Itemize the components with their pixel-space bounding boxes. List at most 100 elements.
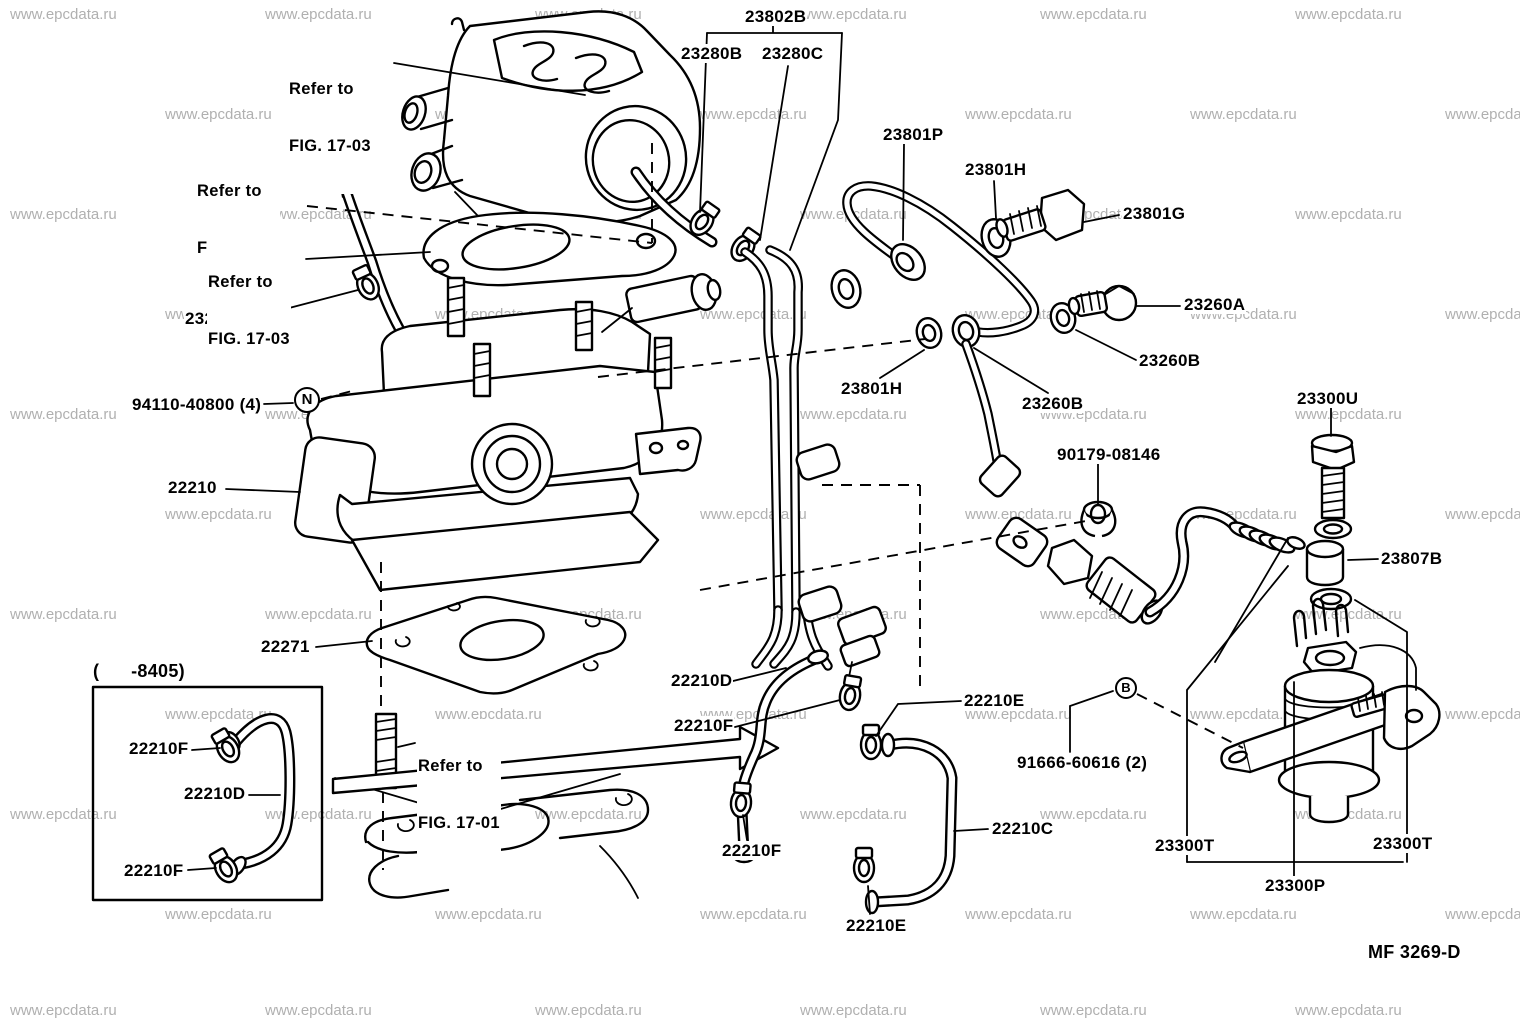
watermark: www.epcdata.ru [1190, 106, 1297, 123]
watermark: www.epcdata.ru [165, 906, 272, 923]
hose-clamp [351, 263, 381, 301]
part-label-23300t-right: 23300T [1372, 834, 1434, 853]
watermark: www.epcdata.ru [1295, 6, 1402, 23]
watermark: www.epcdata.ru [535, 806, 642, 823]
watermark: www.epcdata.ru [10, 1002, 117, 1019]
part-label-23807b: 23807B [1380, 549, 1444, 568]
watermark: www.epcdata.ru [700, 306, 807, 323]
part-label-23280c-top: 23280C [761, 44, 825, 63]
nut-marker-circle: N [294, 387, 320, 413]
watermark: www.epcdata.ru [10, 606, 117, 623]
part-label-23260b-1: 23260B [1138, 351, 1202, 370]
part-label-22210c: 22210C [991, 819, 1055, 838]
watermark: www.epcdata.ru [1445, 306, 1520, 323]
refer-note-fig-17-03-1: Refer to FIG. 17-03 [288, 42, 372, 194]
part-label-22210f-d: 22210F [721, 841, 783, 860]
bolt-marker-circle: B [1115, 677, 1137, 699]
part-label-23300u: 23300U [1296, 389, 1360, 408]
part-label-23801h-1: 23801H [964, 160, 1028, 179]
refer-note-fig-17-01: Refer to FIG. 17-01 [417, 719, 501, 871]
watermark: www.epcdata.ru [265, 6, 372, 23]
gasket-plate-22271 [365, 595, 627, 695]
spacer-23807b [1305, 539, 1345, 587]
watermark: www.epcdata.ru [965, 906, 1072, 923]
hose-clamp [689, 200, 721, 237]
refer-note-line: Refer to [197, 182, 262, 200]
watermark: www.epcdata.ru [965, 706, 1072, 723]
part-label-22210f-a: 22210F [128, 739, 190, 758]
part-label-23801h-2: 23801H [840, 379, 904, 398]
watermark: www.epcdata.ru [700, 906, 807, 923]
watermark: www.epcdata.ru [435, 706, 542, 723]
filter-inlet-hose [1144, 506, 1306, 618]
fuel-pipe-loop [842, 181, 1040, 338]
refer-note-line: Refer to [208, 273, 273, 291]
intake-gasket [422, 211, 677, 287]
part-label-90179-08146: 90179-08146 [1056, 445, 1162, 464]
watermark: www.epcdata.ru [1295, 606, 1402, 623]
part-label-91666-60616: 91666-60616 (2) [1016, 753, 1149, 772]
watermark: www.epcdata.ru [535, 1002, 642, 1019]
tee-fitting [837, 605, 887, 693]
watermark: www.epcdata.ru [435, 906, 542, 923]
watermark: www.epcdata.ru [10, 6, 117, 23]
watermark: www.epcdata.ru [1445, 506, 1520, 523]
watermark: www.epcdata.ru [1295, 406, 1402, 423]
drawing-code: MF 3269-D [1367, 942, 1462, 962]
part-label-22210f-c: 22210F [673, 716, 735, 735]
part-label-22210d-a: 22210D [183, 784, 247, 803]
watermark: www.epcdata.ru [1040, 806, 1147, 823]
inset-caption: ( -8405) [93, 661, 185, 681]
hose-clamp [729, 781, 753, 819]
watermark: www.epcdata.ru [965, 506, 1072, 523]
watermark: www.epcdata.ru [1445, 706, 1520, 723]
watermark: www.epcdata.ru [1295, 206, 1402, 223]
watermark: www.epcdata.ru [265, 606, 372, 623]
part-label-22210f-b: 22210F [123, 861, 185, 880]
watermark: www.epcdata.ru [165, 506, 272, 523]
watermark: www.epcdata.ru [1295, 1002, 1402, 1019]
hose-22210c [864, 732, 958, 915]
union-bolt-23801g [995, 188, 1086, 242]
direction-arrow [331, 725, 780, 795]
watermark: www.epcdata.ru [800, 1002, 907, 1019]
inset-box [91, 685, 324, 902]
part-label-22210d-b: 22210D [670, 671, 734, 690]
fuel-feed-pipe [961, 339, 1164, 625]
part-label-22210e-a: 22210E [963, 691, 1026, 710]
watermark: www.epcdata.ru [165, 706, 272, 723]
part-label-22210: 22210 [167, 478, 218, 497]
watermark: www.epcdata.ru [965, 306, 1072, 323]
refer-note-fig-17-03-3: Refer to FIG. 17-03 [207, 235, 291, 387]
watermark: www.epcdata.ru [1190, 906, 1297, 923]
stud-bolts [446, 276, 673, 398]
watermark: www.epcdata.ru [1040, 1002, 1147, 1019]
watermark: www.epcdata.ru [10, 406, 117, 423]
refer-note-line: Refer to [289, 80, 354, 98]
watermark: www.epcdata.ru [1190, 706, 1297, 723]
hose-clamp [859, 723, 883, 761]
watermark: www.epcdata.ru [10, 206, 117, 223]
watermark: www.epcdata.ru [800, 406, 907, 423]
part-label-23300t-left: 23300T [1154, 836, 1216, 855]
refer-note-line: Refer to [418, 757, 483, 775]
part-label-22271: 22271 [260, 637, 311, 656]
fuel-filter [1220, 597, 1441, 824]
refer-note-line: FIG. 17-03 [208, 330, 290, 348]
part-label-23300p: 23300P [1264, 876, 1327, 895]
part-label-23801g: 23801G [1122, 204, 1187, 223]
refer-note-line: FIG. 17-03 [289, 137, 371, 155]
watermark: www.epcdata.ru [165, 106, 272, 123]
carburetor [293, 273, 722, 592]
part-label-23802b: 23802B [744, 7, 808, 26]
part-label-23260a: 23260A [1183, 295, 1247, 314]
fuel-hard-lines [740, 245, 843, 671]
pipe-clamp-90179 [1080, 500, 1117, 538]
watermark: www.epcdata.ru [1040, 6, 1147, 23]
part-label-23260b-2: 23260B [1021, 394, 1085, 413]
part-label-22210e-b: 22210E [845, 916, 908, 935]
watermark: www.epcdata.ru [265, 1002, 372, 1019]
bolt-stack-23300u [1214, 433, 1356, 663]
watermark: www.epcdata.ru [1445, 906, 1520, 923]
